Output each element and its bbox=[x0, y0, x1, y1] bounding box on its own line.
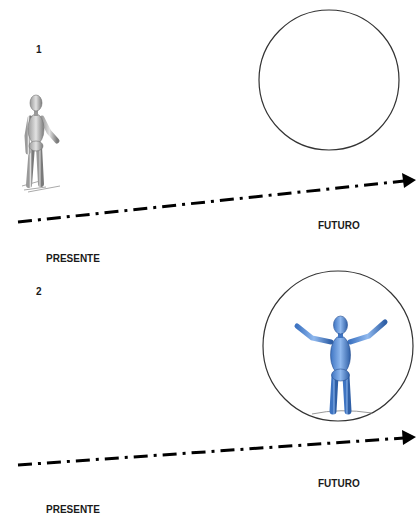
panel-number: 2 bbox=[36, 286, 42, 298]
future-circle bbox=[263, 271, 413, 421]
arrowhead bbox=[402, 173, 416, 188]
arrowhead bbox=[402, 430, 416, 445]
future-circle bbox=[259, 10, 399, 150]
time-arrow bbox=[18, 438, 404, 465]
axis-label: PRESENTE bbox=[46, 504, 100, 516]
axis-label: FUTURO bbox=[318, 478, 360, 490]
grey-mannequin bbox=[22, 95, 60, 192]
time-arrow bbox=[18, 181, 404, 222]
axis-label: FUTURO bbox=[318, 220, 360, 232]
blue-mannequin bbox=[297, 316, 385, 414]
panel-number: 1 bbox=[36, 44, 42, 56]
axis-label: PRESENTE bbox=[46, 253, 100, 265]
